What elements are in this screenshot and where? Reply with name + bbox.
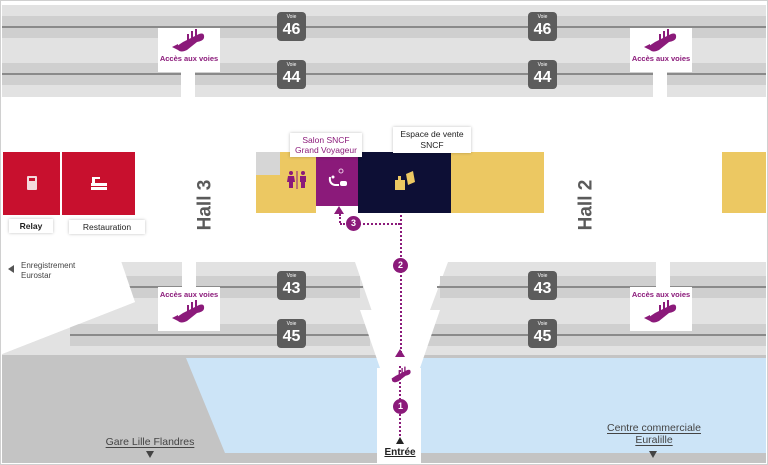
escalator-icon [644, 300, 677, 323]
route-arrow-hall [395, 349, 405, 357]
shop-block-yellow-top [280, 152, 316, 175]
newspaper-icon [27, 176, 37, 190]
platform-access-label: Accès aux voies [631, 54, 691, 63]
track-44-rail [2, 73, 766, 75]
espace-vente-label: Espace de vente SNCF [393, 127, 471, 153]
track-46-rail [2, 26, 766, 28]
voie-45-badge-right: Voie 45 [528, 319, 557, 348]
entrance-label[interactable]: Entrée [384, 447, 416, 458]
voie-46-badge-left: Voie 46 [277, 12, 306, 41]
restauration-label: Restauration [69, 220, 145, 234]
platform-access-top-right[interactable]: Accès aux voies [630, 28, 692, 72]
eurostar-white-area [2, 258, 135, 354]
route-line-segment-2 [400, 215, 402, 353]
voie-44-badge-right: Voie 44 [528, 60, 557, 89]
voie-44-badge-left: Voie 44 [277, 60, 306, 89]
lille-flandres-arrow-icon [146, 451, 154, 458]
entrance-arrow-icon [396, 437, 404, 444]
voie-45-badge-left: Voie 45 [277, 319, 306, 348]
platform-access-label: Accès aux voies [159, 54, 219, 63]
euralille-blue-area [186, 358, 766, 453]
voie-43-badge-right: Voie 43 [528, 271, 557, 300]
access-corridor-top-left [181, 70, 195, 98]
relay-label: Relay [9, 219, 53, 233]
shop-block-gray [256, 152, 280, 175]
bottom-track-area [2, 258, 766, 358]
espace-de-vente[interactable] [358, 152, 451, 213]
salon-label: Salon SNCF Grand Voyageur [290, 133, 362, 157]
euralille-link[interactable]: Centre commerciale Euralille [607, 422, 701, 446]
ticket-sales-icon [395, 171, 415, 190]
food-icon [91, 177, 107, 190]
euralille-arrow-icon [649, 451, 657, 458]
route-step-2: 2 [393, 258, 408, 273]
platform-access-bottom-left[interactable]: Accès aux voies [158, 287, 220, 331]
escalator-icon [172, 29, 205, 52]
hall-2-label: Hall 2 [575, 179, 597, 231]
route-step-1: 1 [393, 399, 408, 414]
access-corridor-bottom-left [182, 260, 196, 290]
platform-access-top-left[interactable]: Accès aux voies [158, 28, 220, 72]
access-corridor-top-right [653, 70, 667, 98]
lounge-icon [328, 168, 347, 186]
voie-43-badge-left: Voie 43 [277, 271, 306, 300]
shop-block-yellow-right [451, 152, 544, 213]
platform-access-label: Accès aux voies [159, 290, 219, 299]
route-step-3: 3 [346, 216, 361, 231]
hall-3-label: Hall 3 [194, 179, 216, 231]
voie-46-badge-right: Voie 46 [528, 12, 557, 41]
salon-grand-voyageur[interactable] [316, 152, 358, 206]
escalator-icon [391, 366, 411, 383]
shop-block-yellow-far-right [722, 152, 766, 213]
shop-relay[interactable] [3, 152, 60, 215]
track-43-rail-left [125, 286, 363, 288]
route-arrow-salon [334, 206, 344, 214]
shop-block-yellow-left [256, 175, 316, 213]
platform-access-label: Accès aux voies [631, 290, 691, 299]
escalator-icon [172, 300, 205, 323]
eurostar-checkin-label[interactable]: Enregistrement Eurostar [21, 261, 76, 280]
access-corridor-bottom-right [656, 260, 670, 290]
track-45-rail-left [70, 334, 372, 336]
track-43-rail-right [437, 286, 766, 288]
ground-area [2, 355, 766, 465]
shop-restauration[interactable] [62, 152, 135, 215]
track-45-rail-right [417, 334, 766, 336]
eurostar-arrow-icon [8, 265, 14, 273]
route-line-segment-3 [340, 223, 400, 225]
escalator-icon [644, 29, 677, 52]
route-line-segment-4 [339, 214, 341, 223]
platform-access-bottom-right[interactable]: Accès aux voies [630, 287, 692, 331]
toilets-icon [287, 171, 306, 189]
gare-lille-flandres-link[interactable]: Gare Lille Flandres [105, 436, 195, 448]
